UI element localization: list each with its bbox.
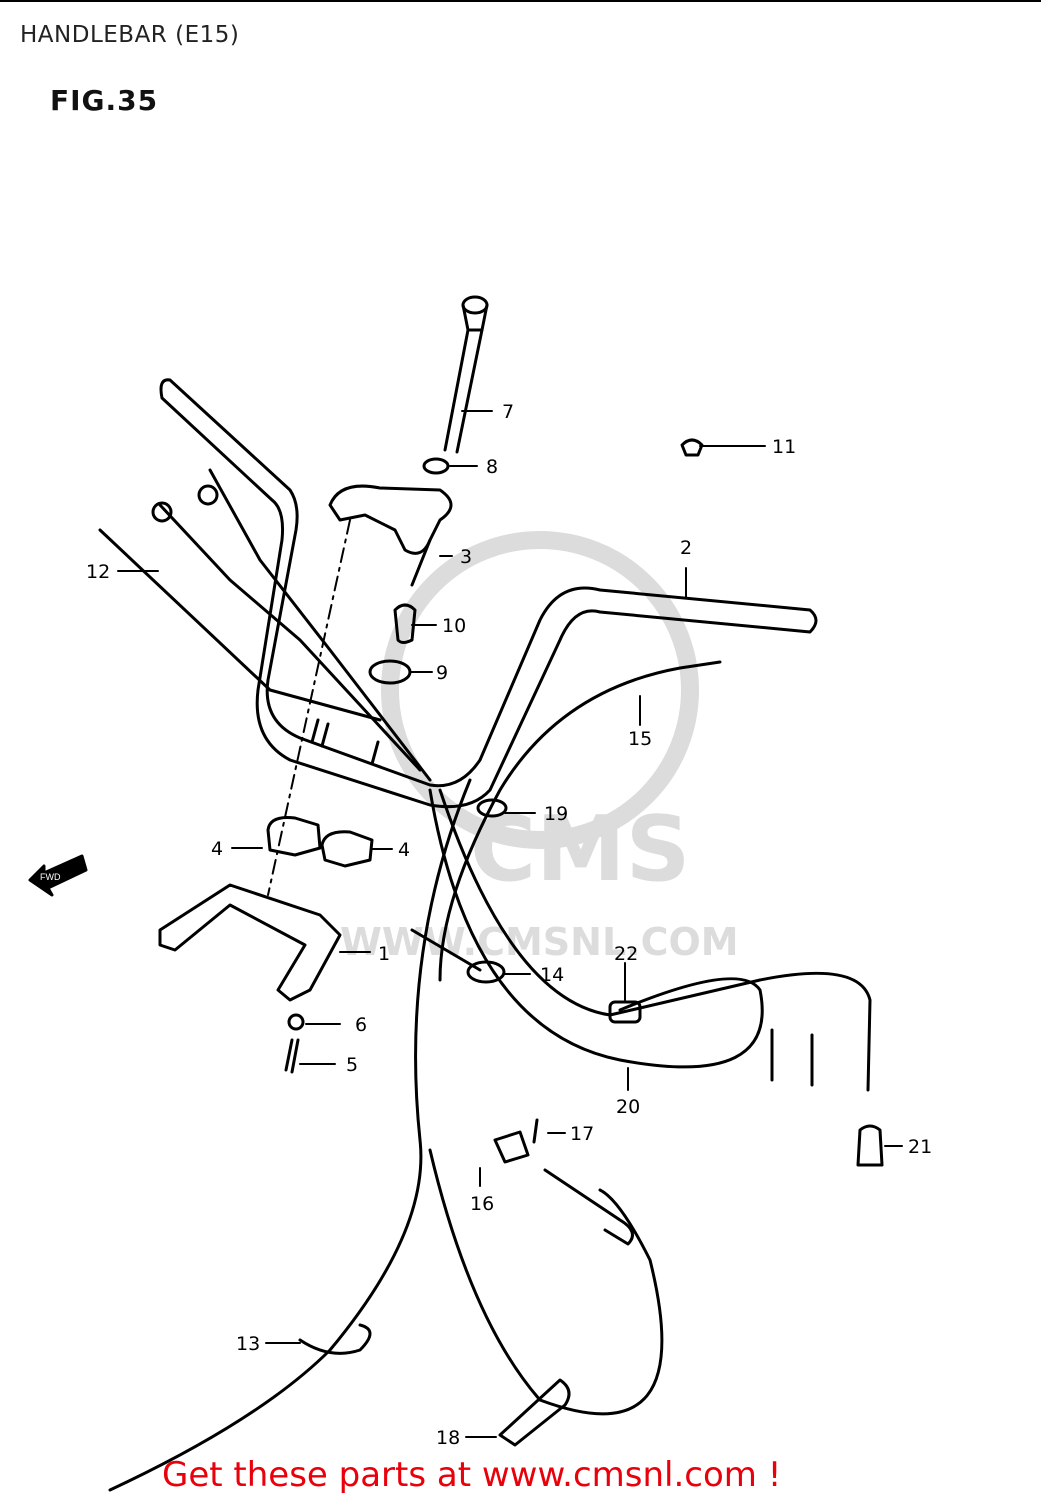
handlebar-knurl [320, 722, 330, 748]
cable-end [151, 501, 173, 523]
bolt-7 [443, 295, 489, 454]
handlebar-outline [159, 378, 818, 809]
callout: 17 [570, 1123, 594, 1145]
callout: 18 [436, 1427, 460, 1449]
handlebar-knurl [310, 718, 320, 744]
callout: 2 [680, 537, 692, 559]
clamp-19 [476, 798, 508, 818]
holder-4-left [266, 816, 322, 857]
cable-20 [428, 788, 764, 1069]
callout: 12 [86, 561, 110, 583]
callout: 4 [211, 838, 223, 860]
callout: 3 [460, 546, 472, 568]
figure-label: FIG.35 [50, 84, 159, 117]
cable-15 [438, 660, 722, 982]
callout: 1 [378, 943, 390, 965]
axis-line [267, 519, 351, 896]
callout: 13 [236, 1333, 260, 1355]
callout: 7 [502, 401, 514, 423]
page-title: HANDLEBAR (E15) [20, 22, 240, 48]
cable-18 [428, 1148, 664, 1416]
callout: 8 [486, 456, 498, 478]
callout: 19 [544, 803, 568, 825]
holder-4-right [320, 830, 374, 868]
callout: 21 [908, 1136, 932, 1158]
clamp-18 [498, 1378, 571, 1447]
callout: 5 [346, 1054, 358, 1076]
nut-6 [287, 1013, 305, 1031]
callout: 4 [398, 839, 410, 861]
holder-3-stud [410, 538, 432, 587]
callout: 15 [628, 728, 652, 750]
cable-12 [98, 528, 382, 722]
top-rule [0, 0, 1041, 2]
cable-20b [438, 788, 872, 1092]
cap-21 [856, 1124, 884, 1167]
bracket-1 [158, 883, 342, 1002]
watermark-brand: CMS [470, 797, 690, 902]
clamp-14 [466, 960, 506, 984]
watermark [381, 531, 699, 849]
washer-8 [422, 457, 450, 475]
callout: 14 [540, 964, 564, 986]
cable-13 [108, 778, 472, 1492]
callout-labels: 1 2 3 4 4 5 6 7 8 9 10 11 12 13 14 15 16… [86, 401, 932, 1449]
cap-10 [393, 603, 417, 644]
watermark-ring [381, 531, 699, 849]
fwd-label: FWD [40, 872, 61, 882]
cable-adjuster [543, 1168, 634, 1246]
cable-lever-right [208, 468, 432, 782]
footer-promo: Get these parts at www.cmsnl.com ! [162, 1455, 782, 1495]
callout: 22 [614, 943, 638, 965]
bolt-5 [284, 1038, 300, 1074]
callout: 11 [772, 436, 796, 458]
callout: 16 [470, 1193, 494, 1215]
watermark-site: WWW.CMSNL.COM [340, 920, 739, 964]
callout: 20 [616, 1096, 640, 1118]
clamp-14-tab [410, 928, 482, 972]
fwd-arrow-icon [28, 854, 88, 897]
cable-lever-left [158, 503, 422, 772]
cap-11 [680, 438, 704, 457]
clamp-13 [298, 1323, 372, 1355]
screw-17 [532, 1118, 539, 1144]
callout: 9 [436, 662, 448, 684]
holder-3 [328, 484, 453, 555]
callout: 6 [355, 1014, 367, 1036]
switch-22 [608, 1000, 642, 1024]
handlebar-knurl [370, 740, 380, 766]
callout: 10 [442, 615, 466, 637]
cable-end [197, 484, 219, 506]
holder-16 [493, 1130, 530, 1164]
